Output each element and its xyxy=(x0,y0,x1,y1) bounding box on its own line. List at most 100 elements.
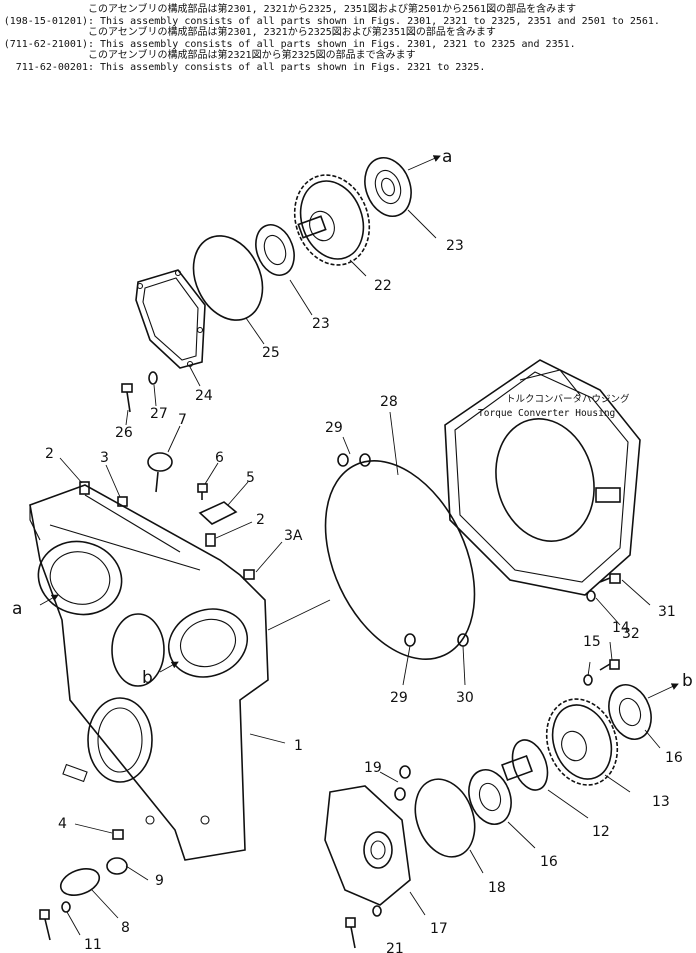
label-8: 8 xyxy=(121,920,130,936)
plug-2-upper xyxy=(79,481,90,495)
label-7: 7 xyxy=(178,412,187,428)
label-4: 4 xyxy=(58,816,67,832)
arrow-label-a-case: a xyxy=(12,599,22,619)
label-24: 24 xyxy=(195,388,213,404)
label-25: 25 xyxy=(262,345,280,361)
o-ring-19-a xyxy=(399,765,411,779)
bolt-3 xyxy=(117,496,128,507)
washer-27 xyxy=(148,371,158,385)
arrow-a-upper xyxy=(407,155,441,171)
label-16-lower: 16 xyxy=(540,854,558,870)
washer-32 xyxy=(586,590,596,602)
note-1-code: (198-15-01201) xyxy=(3,15,88,27)
gear-22 xyxy=(293,174,371,266)
arrow-b-case xyxy=(159,661,179,673)
bolt-14 xyxy=(599,659,620,671)
arrow-b-right xyxy=(647,683,679,699)
bolt-31 xyxy=(599,573,621,584)
label-28: 28 xyxy=(380,394,398,410)
label-21: 21 xyxy=(386,941,404,953)
plate-5 xyxy=(198,501,238,525)
label-19: 19 xyxy=(364,760,382,776)
plug-4 xyxy=(112,829,124,840)
label-22: 22 xyxy=(374,278,392,294)
bearing-16-lower xyxy=(468,769,512,825)
shaft-12 xyxy=(501,739,549,791)
plug-2-lower xyxy=(205,533,216,547)
o-ring-29-lower xyxy=(404,633,416,647)
label-11: 11 xyxy=(84,937,102,953)
o-ring-9 xyxy=(106,857,128,875)
label-32: 32 xyxy=(622,626,640,642)
bolt-21 xyxy=(345,917,356,949)
gasket-28 xyxy=(324,460,476,660)
label-13: 13 xyxy=(652,794,670,810)
o-ring-18 xyxy=(414,778,476,858)
label-1: 1 xyxy=(294,738,303,754)
assembly-notes: このアセンブリの構成部品は第2301, 2321から2325, 2351図および… xyxy=(0,4,696,73)
o-ring-19-b xyxy=(394,787,406,801)
washer-11 xyxy=(61,901,71,913)
label-5: 5 xyxy=(246,470,255,486)
label-9: 9 xyxy=(155,873,164,889)
part-labels: 23 22 23 25 24 26 27 28 29 29 30 31 32 2… xyxy=(45,238,683,953)
label-16-right: 16 xyxy=(665,750,683,766)
note-3-code: 711-62-00201 xyxy=(15,61,88,73)
label-26: 26 xyxy=(115,425,133,441)
label-23-upper: 23 xyxy=(446,238,464,254)
leader-lines xyxy=(59,209,661,936)
label-3: 3 xyxy=(100,450,109,466)
label-31: 31 xyxy=(658,604,676,620)
label-12: 12 xyxy=(592,824,610,840)
note-3-jp: このアセンブリの構成部品は第2321図から第2325図の部品まで含みます xyxy=(88,50,416,61)
note-2-code: (711-62-21001) xyxy=(3,38,88,50)
washer-15 xyxy=(583,674,593,686)
label-27: 27 xyxy=(150,406,168,422)
note-2-en: (711-62-21001): This assembly consists o… xyxy=(0,39,696,51)
o-ring-29-upper-a xyxy=(337,453,349,467)
cap-8 xyxy=(59,868,101,896)
arrow-label-b-case: b xyxy=(142,668,153,688)
housing-label-en: Torque Converter Housing xyxy=(478,408,615,419)
washer-21 xyxy=(372,905,382,917)
cover-24 xyxy=(135,269,206,369)
gasket-leader xyxy=(267,599,331,631)
bolt-6 xyxy=(197,483,208,500)
eye-bolt-7 xyxy=(147,452,173,493)
label-6: 6 xyxy=(215,450,224,466)
label-29-lower: 29 xyxy=(390,690,408,706)
arrow-label-b-right: b xyxy=(682,671,693,691)
label-17: 17 xyxy=(430,921,448,937)
label-2-lower: 2 xyxy=(256,512,265,528)
cover-17 xyxy=(324,785,411,906)
transmission-case-1 xyxy=(29,484,269,861)
note-3-en: 711-62-00201: This assembly consists of … xyxy=(0,62,696,74)
label-2-upper: 2 xyxy=(45,446,54,462)
label-23-lower: 23 xyxy=(312,316,330,332)
bolt-26 xyxy=(121,383,133,413)
note-2-text: : This assembly consists of all parts sh… xyxy=(88,38,576,50)
o-ring-25 xyxy=(192,235,264,321)
bearing-23-lower xyxy=(255,224,295,276)
label-3a: 3A xyxy=(284,528,303,544)
note-2-jp: このアセンブリの構成部品は第2301, 2321から2325図および第2351図… xyxy=(88,27,496,38)
label-14: 14 xyxy=(612,620,630,636)
housing-label-jp: トルクコンバータハウジング xyxy=(506,393,630,405)
bearing-16-right xyxy=(608,684,652,740)
label-15: 15 xyxy=(583,634,601,650)
torque-converter-housing xyxy=(444,359,641,596)
arrow-label-a-upper: a xyxy=(442,147,452,167)
label-29-upper: 29 xyxy=(325,420,343,436)
gear-13 xyxy=(545,698,619,786)
note-3-text: : This assembly consists of all parts sh… xyxy=(88,61,486,73)
plug-3a xyxy=(243,569,255,580)
bolt-11 xyxy=(39,909,51,941)
note-1-text: : This assembly consists of all parts sh… xyxy=(88,15,660,27)
label-18: 18 xyxy=(488,880,506,896)
o-ring-29-upper-b xyxy=(359,453,371,467)
note-1-jp: このアセンブリの構成部品は第2301, 2321から2325, 2351図および… xyxy=(88,4,577,15)
arrow-a-case xyxy=(39,594,59,606)
note-1-en: (198-15-01201): This assembly consists o… xyxy=(0,16,696,28)
bearing-23-upper xyxy=(364,157,412,217)
